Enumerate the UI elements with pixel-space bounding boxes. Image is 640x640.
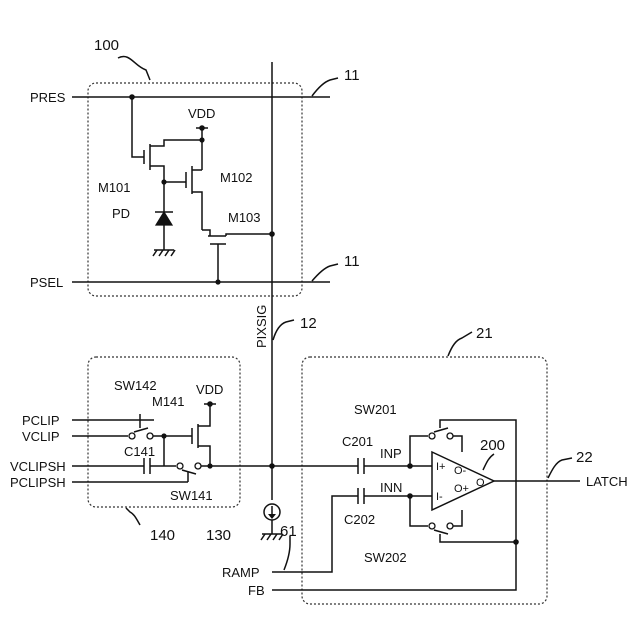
pd-ground-5 [171,250,175,256]
sw142-blade [134,428,148,432]
psel-junction [215,279,220,284]
sw201-blade [434,428,448,432]
label-21: 21 [476,325,493,342]
cs-ground-2 [261,534,265,540]
label-m141: M141 [152,394,185,409]
label-pres: PRES [30,90,66,105]
label-c201: C201 [342,434,373,449]
label-iminus: I- [436,491,443,503]
label-vdd-clip: VDD [196,382,223,397]
m101-drain-junction [199,137,204,142]
leader-100 [118,57,150,80]
leader-22 [548,458,572,478]
sw202-blade [434,530,448,534]
label-fb: FB [248,583,265,598]
label-pclip: PCLIP [22,413,60,428]
label-inp: INP [380,446,402,461]
label-m101: M101 [98,180,131,195]
label-m102: M102 [220,170,253,185]
label-61: 61 [280,523,297,540]
sw202-contact-b [447,523,453,529]
pd-diode [156,212,172,225]
label-130: 130 [206,527,231,544]
leader-11-top [312,78,338,96]
sw202-contact-a [429,523,435,529]
cs-ground-3 [267,534,271,540]
clip-block-outline [88,357,240,507]
label-latch: LATCH [586,474,628,489]
m141-drain [198,404,210,426]
sw202-left [410,496,428,526]
label-inn: INN [380,480,402,495]
label-c141: C141 [124,444,155,459]
current-source-arrowhead [268,514,276,519]
label-sw142: SW142 [114,378,157,393]
pres-to-m101-gate [132,97,144,157]
label-m103: M103 [228,210,261,225]
label-pd: PD [112,206,130,221]
pixsig-junction-pixel [269,231,275,237]
label-ramp: RAMP [222,565,260,580]
label-o: O [476,477,485,489]
m102-source [192,192,202,230]
sw141-blade [182,470,196,474]
leader-140 [126,508,140,525]
sw201-right [453,436,462,452]
label-vclip: VCLIP [22,429,60,444]
label-vdd-pixel: VDD [188,106,215,121]
label-psel: PSEL [30,275,63,290]
label-pclipsh: PCLIPSH [10,475,66,490]
m103-drain [202,230,210,236]
sw142-contact-b [147,433,153,439]
m101-drain [150,140,202,146]
sw142-contact-a [129,433,135,439]
label-sw141: SW141 [170,488,213,503]
fd-node-junction [161,179,166,184]
label-11-bottom: 11 [344,253,360,270]
sw201-contact-b [447,433,453,439]
label-100: 100 [94,37,119,54]
sw202-right [453,510,462,526]
label-sw201: SW201 [354,402,397,417]
label-ominus: O- [454,465,467,477]
m103-source [226,234,272,236]
label-sw202: SW202 [364,550,407,565]
label-12: 12 [300,315,317,332]
cs-ground-4 [273,534,277,540]
label-c202: C202 [344,512,375,527]
label-vclipsh: VCLIPSH [10,459,66,474]
pd-ground-4 [165,250,169,256]
label-22: 22 [576,449,593,466]
label-200: 200 [480,437,505,454]
sw201-contact-a [429,433,435,439]
label-11-top: 11 [344,67,360,84]
label-iplus: I+ [436,461,445,473]
leader-12 [273,320,294,340]
label-140: 140 [150,527,175,544]
leader-21 [448,332,472,356]
m141-source-junction [207,463,212,468]
sw141-contact-a [177,463,183,469]
vdd-clip-dot [207,401,213,407]
label-pixsig: PIXSIG [254,305,269,348]
leader-61 [284,536,290,570]
label-oplus: O+ [454,483,469,495]
sw141-contact-b [195,463,201,469]
leader-11-bottom [312,264,338,281]
pd-ground-3 [159,250,163,256]
pd-ground-2 [153,250,157,256]
leader-200 [483,454,494,470]
sw201-left [410,436,428,466]
